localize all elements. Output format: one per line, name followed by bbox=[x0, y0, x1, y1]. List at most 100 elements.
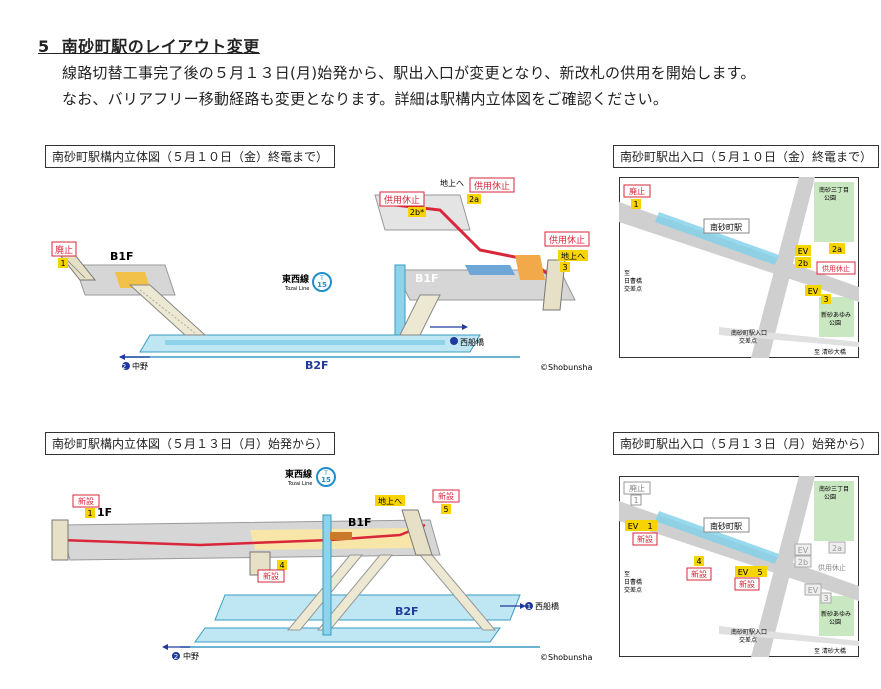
bottom-station-number: 15 bbox=[321, 476, 331, 484]
top-suspended-a: 供用休止 bbox=[474, 180, 510, 192]
top-exit2b-badge bbox=[408, 207, 426, 217]
top-suspended-c-box bbox=[544, 231, 590, 247]
bottom-ticket-counter bbox=[330, 532, 352, 540]
top-left-stairs-b2f bbox=[128, 284, 207, 336]
bottom-map-ev-1: EV bbox=[628, 522, 639, 531]
bottom-new-a: 新設 bbox=[78, 496, 94, 506]
top-station-number: 15 bbox=[317, 281, 327, 289]
bottom-map-park: 新砂あゆみ bbox=[821, 610, 851, 618]
top-line-code: T bbox=[319, 275, 324, 282]
bottom-map-exit1-old-badge bbox=[630, 494, 642, 506]
top-map-area-north: 南砂三丁目 bbox=[819, 186, 849, 194]
bottom-exit4-badge bbox=[277, 560, 287, 570]
top-right-stairs-b2f bbox=[399, 294, 441, 336]
top-map-ev-a: EV bbox=[798, 247, 809, 256]
bottom-map-suspended: 供用休止 bbox=[818, 563, 846, 572]
bottom-map-exit2a-badge bbox=[828, 541, 846, 554]
bottom-map-junction-2: 交差点 bbox=[739, 636, 757, 644]
top-map-suspended-box bbox=[816, 261, 856, 275]
top-right-ticket-area bbox=[515, 255, 545, 280]
top-map-park-north bbox=[814, 182, 854, 242]
top-dir-nishifunabashi-no: 1 bbox=[470, 338, 475, 347]
bottom-exit1: 1 bbox=[87, 509, 92, 518]
bottom-map-junction: 南砂町駅入口 bbox=[731, 628, 767, 636]
bottom-map-ev-old-b-badge bbox=[804, 583, 822, 596]
section-number: 5 bbox=[38, 37, 50, 56]
bottom-dir-nakano-no: 2 bbox=[174, 653, 178, 661]
top-dir-nakano: 中野 bbox=[132, 361, 148, 371]
bottom-new-c: 新設 bbox=[263, 571, 279, 581]
bottom-map-park-north bbox=[814, 481, 854, 541]
bottom-map-new-5: 新設 bbox=[739, 579, 755, 589]
bottom-map-station: 南砂町駅 bbox=[710, 521, 742, 531]
top-map-station-box bbox=[703, 218, 750, 234]
bottom-station-diagram: T 15 東西線 Tozai Line 新設 1 1F 地上へ 新設 5 B1F… bbox=[51, 467, 593, 662]
bottom-direction-arrow-nakano bbox=[162, 644, 190, 660]
top-map-ev-b-badge bbox=[805, 285, 821, 296]
bottom-exit1-stairs bbox=[51, 519, 69, 561]
top-exit2b: 2b* bbox=[410, 208, 424, 217]
top-map-exit3: 3 bbox=[823, 295, 828, 304]
top-closed-label: 廃止 bbox=[55, 244, 73, 256]
bottom-copyright: ©Shobunsha bbox=[540, 653, 593, 662]
top-b1f-right-label: B1F bbox=[415, 272, 439, 285]
top-b2f-platform bbox=[120, 334, 520, 358]
top-copyright: ©Shobunsha bbox=[540, 363, 593, 372]
bottom-map-area-north-2: 公園 bbox=[824, 494, 836, 501]
bottom-map-closed: 廃止 bbox=[629, 483, 645, 493]
top-dir-nakano-no: 2 bbox=[122, 363, 126, 371]
bottom-new-c-box bbox=[257, 569, 285, 583]
top-to-ground-b: 地上へ bbox=[561, 251, 585, 261]
bottom-b2f-platforms bbox=[180, 594, 540, 648]
bottom-diagram-caption: 南砂町駅構内立体図（５月１３日（月）始発から） bbox=[45, 432, 336, 455]
top-map-exit2b-badge bbox=[795, 257, 811, 268]
bottom-map-ev-old-a: EV bbox=[798, 546, 809, 555]
top-map-park: 新砂あゆみ bbox=[821, 311, 851, 319]
bottom-b2f-label: B2F bbox=[395, 605, 419, 618]
bottom-map-ev-old-b: EV bbox=[808, 586, 819, 595]
bottom-line-name-en: Tozai Line bbox=[287, 481, 312, 487]
top-exit3: 3 bbox=[562, 263, 567, 272]
top-gate-area bbox=[465, 265, 515, 275]
bottom-map-exit3: 3 bbox=[823, 594, 828, 603]
top-map-closed-box bbox=[623, 184, 651, 198]
top-left-gate-area bbox=[115, 272, 150, 288]
bottom-exit5-badge bbox=[441, 504, 451, 514]
top-to-ground-b-box bbox=[558, 250, 588, 261]
bottom-dir-nakano: 中野 bbox=[183, 651, 199, 661]
top-closed-box bbox=[51, 241, 77, 257]
bottom-map-cross-road bbox=[751, 476, 815, 657]
bottom-map-area-north: 南砂三丁目 bbox=[819, 485, 849, 493]
top-map-side-road bbox=[719, 327, 859, 347]
top-exit2a: 2a bbox=[469, 195, 479, 204]
top-map-station: 南砂町駅 bbox=[710, 222, 742, 232]
top-station-diagram: 廃止 1 B1F B1F 東西線 Tozai Line T 15 地上へ 供用休… bbox=[51, 177, 593, 372]
bottom-map-station-box bbox=[703, 517, 750, 533]
top-direction-arrow-nishifunabashi bbox=[430, 324, 468, 345]
bottom-new-b: 新設 bbox=[438, 491, 454, 501]
bottom-map-exit4-badge bbox=[694, 556, 704, 566]
top-b1f-left-label: B1F bbox=[110, 250, 134, 263]
bottom-map-exit2b-badge bbox=[794, 555, 812, 568]
bottom-map-ev-5: EV bbox=[738, 568, 749, 577]
bottom-map-exit4: 4 bbox=[696, 557, 701, 566]
bottom-map-intersection-left: 至 bbox=[624, 571, 630, 578]
bottom-map-to-bridge: 至 清砂大橋 bbox=[814, 647, 846, 655]
top-suspended-b-box bbox=[379, 191, 425, 207]
top-line-name-en: Tozai Line bbox=[284, 286, 309, 292]
bottom-exit1-badge bbox=[85, 508, 95, 518]
bottom-map-ev1-badge bbox=[625, 520, 657, 531]
top-map-ev-b: EV bbox=[808, 287, 819, 296]
top-map-caption: 南砂町駅出入口（５月１０日（金）終電まで） bbox=[613, 145, 880, 168]
top-map-exit2a-badge bbox=[829, 243, 845, 254]
top-map-junction-2: 交差点 bbox=[739, 337, 757, 345]
bottom-map-intersection-left-3: 交差点 bbox=[624, 586, 642, 594]
top-map-suspended: 供用休止 bbox=[822, 264, 850, 273]
section-heading: 5 南砂町駅のレイアウト変更 bbox=[38, 33, 260, 57]
top-dir-nishifunabashi: 西船橋 bbox=[460, 337, 484, 347]
bottom-map-station-line bbox=[655, 511, 779, 564]
top-exit3-badge bbox=[560, 262, 570, 272]
top-direction-arrow-nakano bbox=[119, 354, 150, 370]
bottom-new-b-box bbox=[432, 489, 460, 503]
bottom-map-new4-box bbox=[686, 567, 712, 581]
